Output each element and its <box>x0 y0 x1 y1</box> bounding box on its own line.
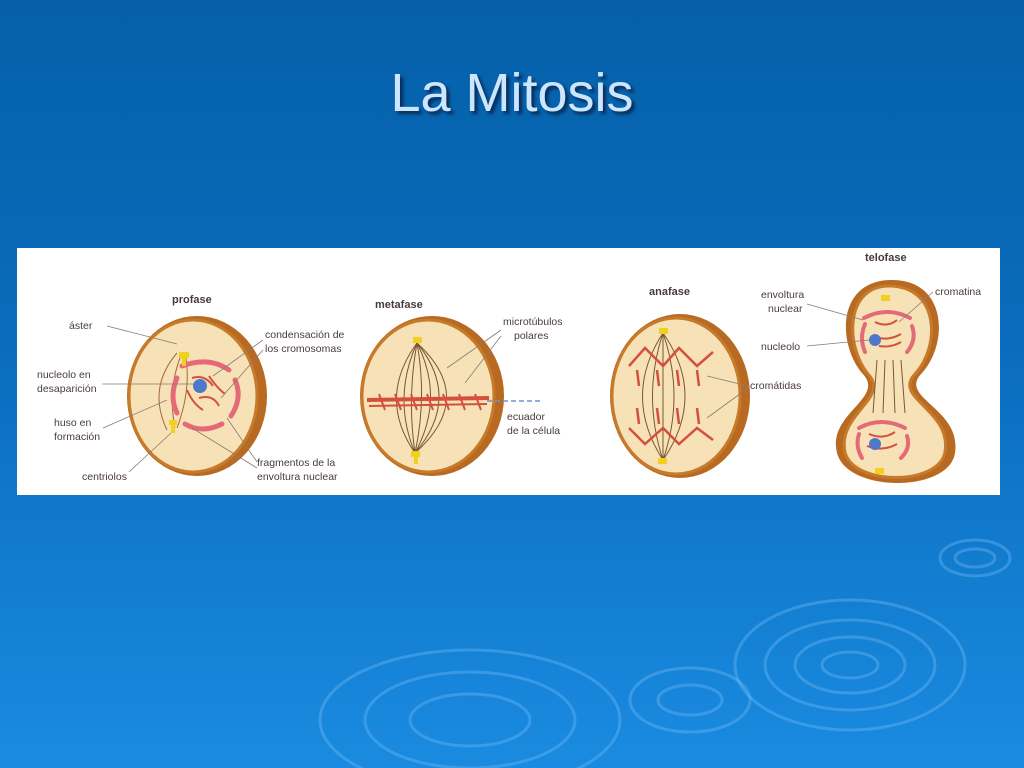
profase-cell <box>127 316 267 476</box>
label-centriolos: centriolos <box>82 471 127 483</box>
anafase-cell <box>610 314 750 478</box>
mitosis-diagram-svg: profase áster nucleolo en desaparición h… <box>37 252 981 483</box>
label-nucleolo-1: nucleolo en <box>37 369 91 381</box>
label-cromatina: cromatina <box>935 286 981 298</box>
mitosis-diagram: profase áster nucleolo en desaparición h… <box>17 248 1000 495</box>
label-microtubulos-2: polares <box>514 330 548 342</box>
centriole-icon <box>659 328 668 334</box>
label-nucleolo-telo: nucleolo <box>761 341 800 353</box>
phase-metafase: metafase <box>375 299 423 311</box>
centriole-icon <box>881 295 890 301</box>
centriole-icon <box>413 337 422 343</box>
telofase-cell <box>835 280 956 483</box>
label-huso-1: huso en <box>54 417 92 429</box>
phase-profase: profase <box>172 294 212 306</box>
label-aster: áster <box>69 320 93 332</box>
label-nucleolo-2: desaparición <box>37 383 97 395</box>
centriole-icon <box>169 420 177 425</box>
label-ecuador-2: de la célula <box>507 425 560 437</box>
label-envoltura-2: nuclear <box>768 303 803 315</box>
slide-title: La Mitosis <box>390 63 634 123</box>
centriole-icon <box>658 458 667 464</box>
label-cromatidas: cromátidas <box>750 380 801 392</box>
centriole-icon <box>179 352 189 358</box>
centriole-icon <box>411 451 420 457</box>
label-fragmentos-1: fragmentos de la <box>257 457 335 469</box>
label-fragmentos-2: envoltura nuclear <box>257 471 338 483</box>
label-condensacion-2: los cromosomas <box>265 343 341 355</box>
phase-anafase: anafase <box>649 286 690 298</box>
phase-telofase: telofase <box>865 252 907 264</box>
label-microtubulos-1: microtúbulos <box>503 316 563 328</box>
label-condensacion-1: condensación de <box>265 329 345 341</box>
label-envoltura-1: envoltura <box>761 289 804 301</box>
metafase-cell <box>360 316 504 476</box>
label-huso-2: formación <box>54 431 100 443</box>
centriole-icon <box>875 468 884 474</box>
label-ecuador-1: ecuador <box>507 411 545 423</box>
